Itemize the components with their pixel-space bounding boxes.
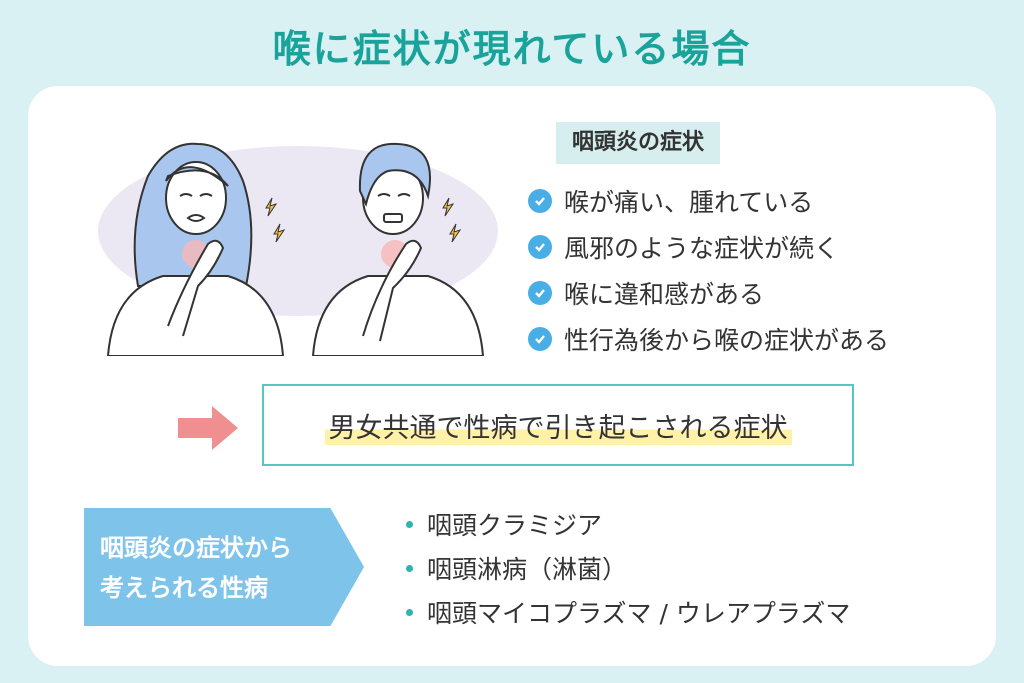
- list-item: 風邪のような症状が続く: [528, 224, 889, 270]
- bullet-icon: [406, 608, 413, 616]
- disease-text: 咽頭マイコプラズマ / ウレアプラズマ: [427, 599, 851, 628]
- list-item: 咽頭マイコプラズマ / ウレアプラズマ: [406, 590, 850, 634]
- tag-line: 考えられる性病: [100, 574, 268, 602]
- check-icon: [528, 327, 552, 351]
- check-icon: [528, 189, 552, 213]
- list-item: 性行為後から喉の症状がある: [528, 316, 889, 362]
- sore-throat-illustration: [98, 142, 498, 356]
- diseases-tag: 咽頭炎の症状から 考えられる性病: [84, 508, 364, 626]
- result-box: 男女共通で性病で引き起こされる症状: [262, 384, 854, 466]
- arrow-right-icon: [178, 406, 238, 450]
- bullet-icon: [406, 520, 413, 528]
- symptoms-heading: 咽頭炎の症状: [556, 122, 721, 164]
- result-text: 男女共通で性病で引き起こされる症状: [324, 405, 792, 445]
- symptom-text: 性行為後から喉の症状がある: [564, 326, 890, 355]
- list-item: 喉に違和感がある: [528, 270, 889, 316]
- symptom-text: 喉が痛い、腫れている: [564, 188, 814, 217]
- symptoms-list: 喉が痛い、腫れている 風邪のような症状が続く 喉に違和感がある 性行為後から喉の…: [528, 178, 889, 362]
- symptom-text: 喉に違和感がある: [564, 280, 765, 309]
- tag-line: 咽頭炎の症状から: [100, 534, 292, 562]
- symptom-text: 風邪のような症状が続く: [564, 234, 840, 263]
- man-figure: [311, 142, 485, 356]
- disease-text: 咽頭淋病（淋菌）: [427, 555, 628, 584]
- list-item: 咽頭クラミジア: [406, 502, 850, 546]
- list-item: 咽頭淋病（淋菌）: [406, 546, 850, 590]
- check-icon: [528, 235, 552, 259]
- page-title: 喉に症状が現れている場合: [272, 27, 752, 71]
- disease-list: 咽頭クラミジア 咽頭淋病（淋菌） 咽頭マイコプラズマ / ウレアプラズマ: [406, 502, 850, 634]
- woman-figure: [106, 142, 286, 356]
- check-icon: [528, 281, 552, 305]
- content-card: 咽頭炎の症状 喉が痛い、腫れている 風邪のような症状が続く 喉に違和感がある 性…: [28, 86, 996, 666]
- disease-text: 咽頭クラミジア: [427, 511, 603, 540]
- bullet-icon: [406, 564, 413, 572]
- list-item: 喉が痛い、腫れている: [528, 178, 889, 224]
